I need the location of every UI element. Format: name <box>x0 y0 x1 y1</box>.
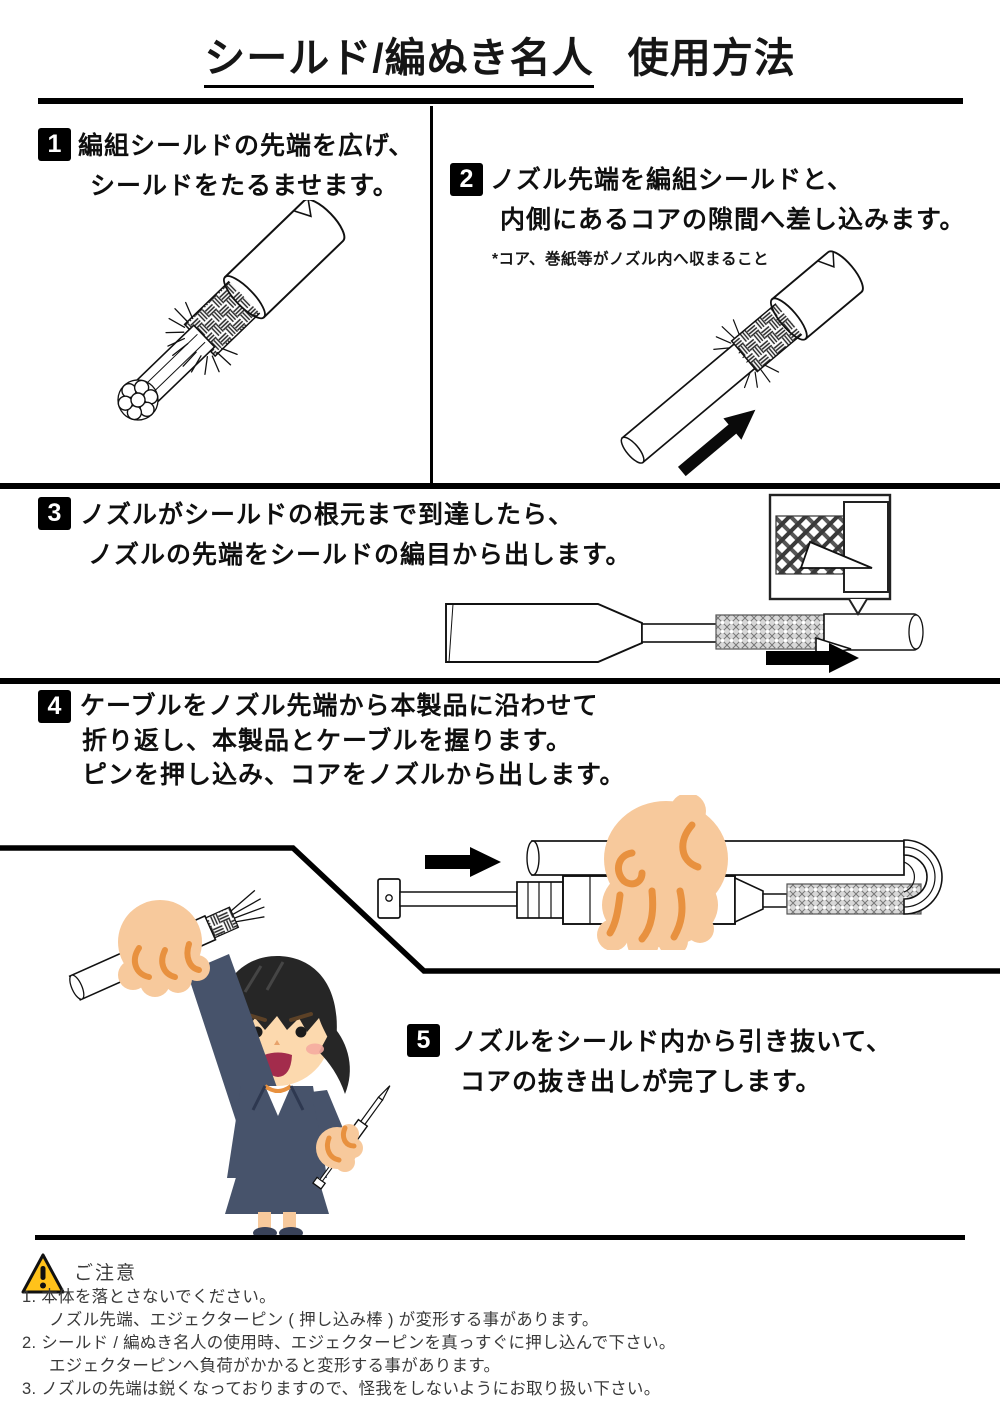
inset-callout-pointer <box>848 598 868 616</box>
caution-item-1: 1. 本体を落とさないでください。 <box>22 1288 276 1306</box>
divider-rule-bottom <box>35 1235 965 1240</box>
magnified-inset <box>768 493 892 616</box>
divider-rule-top <box>38 98 963 104</box>
caution-item-2: 2. シールド / 編ぬき名人の使用時、エジェクターピンを真っすぐに押し込んで下… <box>22 1334 676 1352</box>
core-strand-ends <box>117 379 159 421</box>
caution-item-1-detail: ノズル先端、エジェクターピン ( 押し込み棒 ) が変形する事があります。 <box>49 1311 599 1329</box>
divider-diagonal-steps45 <box>0 845 1000 974</box>
caution-item-3: 3. ノズルの先端は鋭くなっておりますので、怪我をしないようにお取り扱い下さい。 <box>22 1380 661 1398</box>
divider-vertical-steps12 <box>430 106 433 483</box>
inset-nozzle <box>843 501 889 593</box>
direction-arrow-icon <box>766 643 859 673</box>
shirt <box>265 1086 291 1116</box>
inset-nozzle-tip <box>799 540 873 569</box>
braided-shield <box>715 614 825 650</box>
step3-number-badge: 3 <box>38 497 71 530</box>
divider-rule-steps23 <box>0 483 1000 489</box>
jacket-opening <box>770 297 808 341</box>
step4-text-line2: 折り返し、本製品とケーブルを握ります。 <box>82 727 573 755</box>
step2-text-line1: ノズル先端を編組シールドと、 <box>490 166 854 194</box>
step5-text-line1: ノズルをシールド内から引き抜いて、 <box>452 1028 893 1056</box>
hair-side-tail <box>319 1026 350 1094</box>
gripping-hand <box>597 795 728 950</box>
step3-text-line2: ノズルの先端をシールドの編目から出します。 <box>88 541 632 569</box>
jacket-break-notch <box>818 251 835 268</box>
cable-jacket <box>771 250 864 340</box>
caution-list: 1. 本体を落とさないでください。 ノズル先端、エジェクターピン ( 押し込み棒… <box>22 1286 982 1401</box>
direction-arrow-icon <box>677 409 756 477</box>
step1-text-line2: シールドをたるませます。 <box>90 172 399 200</box>
skirt <box>225 1174 329 1214</box>
jacket-opening <box>223 275 266 320</box>
warning-triangle-icon <box>21 1253 65 1294</box>
step4-number-badge: 4 <box>38 690 71 723</box>
direction-arrow-icon <box>425 847 501 877</box>
frayed-shield-wires <box>713 319 780 389</box>
step5-text-line2: コアの抜き出しが完了します。 <box>460 1068 822 1096</box>
step2-note: *コア、巻紙等がノズル内へ収まること <box>492 251 769 268</box>
tool-body <box>445 603 643 663</box>
step4-grip-and-push-illustration <box>377 795 943 950</box>
page-title-suffix: 使用方法 <box>627 35 796 81</box>
caution-item-2-detail: エジェクターピンへ負荷がかかると変形する事があります。 <box>49 1357 501 1375</box>
woman-success-illustration <box>68 889 391 1239</box>
cable-jacket <box>224 200 346 319</box>
nozzle-tube <box>621 340 759 464</box>
step2-text-line2: 内側にあるコアの隙間へ差し込みます。 <box>500 206 966 234</box>
jacket-break-notch <box>293 200 312 218</box>
page-title: シールド/編ぬき名人使用方法 <box>0 24 1000 88</box>
step4-text-line3: ピンを押し込み、コアをノズルから出します。 <box>82 761 626 789</box>
step3-text-line1: ノズルがシールドの根元まで到達したら、 <box>80 501 575 529</box>
step1-text-line1: 編組シールドの先端を広げ、 <box>78 132 415 160</box>
lower-hand <box>316 1124 363 1172</box>
caution-title: ご注意 <box>74 1263 138 1284</box>
step5-number-badge: 5 <box>407 1024 440 1057</box>
raised-fist <box>118 900 210 997</box>
eye-right <box>295 1026 307 1038</box>
braided-shield <box>786 883 922 915</box>
step2-insertion-illustration <box>620 250 864 477</box>
page-title-product: シールド/編ぬき名人 <box>204 35 594 88</box>
raised-arm-sleeve <box>187 954 283 1124</box>
step2-number-badge: 2 <box>450 163 483 196</box>
step3-nozzle-through-shield-illustration <box>445 493 924 673</box>
step4-text-line1: ケーブルをノズル先端から本製品に沿わせて <box>80 692 599 720</box>
frayed-shield-wires <box>165 301 238 375</box>
step1-cable-illustration <box>117 200 346 421</box>
nozzle-tube <box>641 623 719 643</box>
step1-number-badge: 1 <box>38 128 71 161</box>
tool-taper <box>734 876 764 924</box>
cable-u-bend <box>903 839 943 915</box>
divider-rule-steps34 <box>0 678 1000 684</box>
